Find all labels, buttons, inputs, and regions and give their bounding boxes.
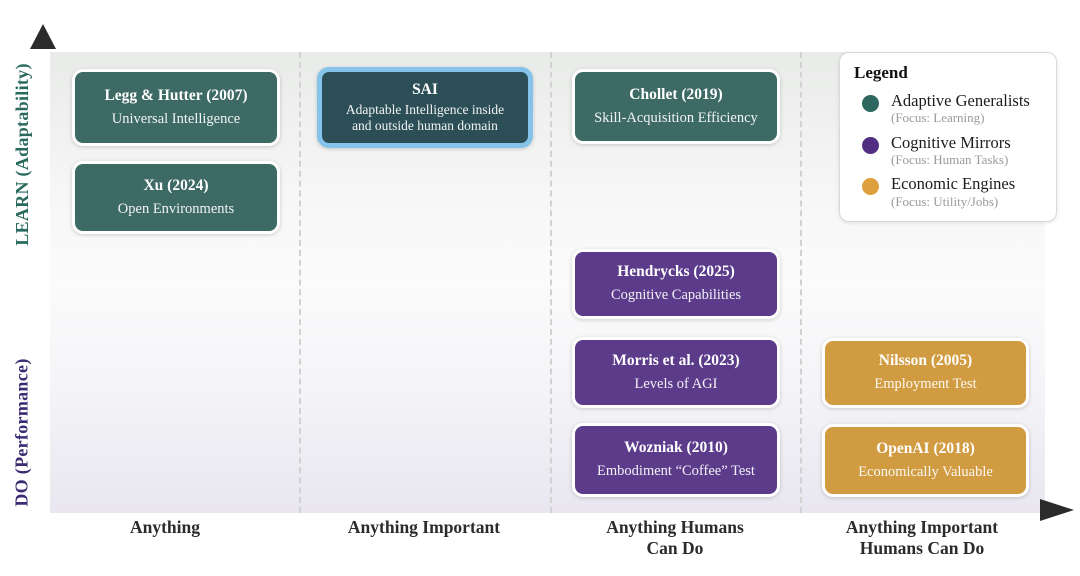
card-hendrycks-2025: Hendrycks (2025) Cognitive Capabilities <box>572 249 780 319</box>
card-title: SAI <box>412 80 438 98</box>
legend-item-adaptive-generalists: Adaptive Generalists (Focus: Learning) <box>862 91 1044 126</box>
y-axis-label-do: DO (Performance) <box>11 357 32 507</box>
card-title: Morris et al. (2023) <box>612 351 740 369</box>
gold-circle-icon <box>862 178 879 196</box>
card-subtitle: Universal Intelligence <box>111 110 241 127</box>
legend-item-cognitive-mirrors: Cognitive Mirrors (Focus: Human Tasks) <box>862 132 1044 168</box>
card-subtitle: Open Environments <box>117 200 235 217</box>
card-legg-hutter-2007: Legg & Hutter (2007) Universal Intellige… <box>72 69 280 146</box>
card-chollet-2019: Chollet (2019) Skill-Acquisition Efficie… <box>572 69 780 144</box>
x-tick-anything-humans-can-do: Anything Humans Can Do <box>606 517 744 559</box>
purple-circle-icon <box>862 136 879 154</box>
y-axis-label-learn: LEARN (Adaptability) <box>11 63 32 246</box>
card-title: OpenAI (2018) <box>876 439 975 457</box>
legend-item-focus: (Focus: Learning) <box>891 110 985 126</box>
card-title: Legg & Hutter (2007) <box>104 86 248 104</box>
x-axis-arrow-icon <box>1040 499 1074 521</box>
card-subtitle: Skill-Acquisition Efficiency <box>594 109 758 126</box>
x-tick-anything-important-humans-can-do: Anything Important Humans Can Do <box>845 517 999 559</box>
card-title: Chollet (2019) <box>629 85 723 103</box>
card-subtitle: Cognitive Capabilities <box>610 287 742 304</box>
legend-item-label: Economic Engines <box>891 174 1016 194</box>
teal-circle-icon <box>862 95 879 112</box>
card-wozniak-2010: Wozniak (2010) Embodiment “Coffee” Test <box>572 423 780 497</box>
y-axis-arrow-icon <box>30 24 56 49</box>
card-title: Hendrycks (2025) <box>617 263 735 281</box>
card-title: Wozniak (2010) <box>624 439 728 457</box>
legend-box: Legend Adaptive Generalists (Focus: Lear… <box>839 52 1057 223</box>
x-tick-anything: Anything <box>129 517 201 537</box>
card-subtitle: Economically Valuable <box>858 463 993 480</box>
legend-title: Legend <box>854 63 908 82</box>
card-subtitle: Employment Test <box>874 376 977 393</box>
legend-item-focus: (Focus: Human Tasks) <box>891 151 1009 167</box>
column-gridline-2 <box>550 52 552 513</box>
x-tick-anything-important: Anything Important <box>347 517 501 537</box>
card-nilsson-2005: Nilsson (2005) Employment Test <box>822 338 1029 408</box>
card-subtitle: Levels of AGI <box>634 375 718 392</box>
legend-item-label: Cognitive Mirrors <box>891 132 1011 152</box>
card-xu-2024: Xu (2024) Open Environments <box>72 161 280 234</box>
card-title: Nilsson (2005) <box>878 352 973 370</box>
legend-item-focus: (Focus: Utility/Jobs) <box>891 193 999 209</box>
column-gridline-1 <box>299 52 301 513</box>
card-subtitle: Adaptable Intelligence inside and outsid… <box>345 101 505 133</box>
card-title: Xu (2024) <box>143 176 209 194</box>
card-morris-2023: Morris et al. (2023) Levels of AGI <box>572 337 780 408</box>
card-subtitle: Embodiment “Coffee” Test <box>597 463 755 480</box>
legend-item-label: Adaptive Generalists <box>891 91 1030 110</box>
card-openai-2018: OpenAI (2018) Economically Valuable <box>822 424 1029 497</box>
card-sai-highlighted: SAI Adaptable Intelligence inside and ou… <box>317 67 533 148</box>
column-gridline-3 <box>800 52 802 513</box>
legend-item-economic-engines: Economic Engines (Focus: Utility/Jobs) <box>862 175 1044 209</box>
